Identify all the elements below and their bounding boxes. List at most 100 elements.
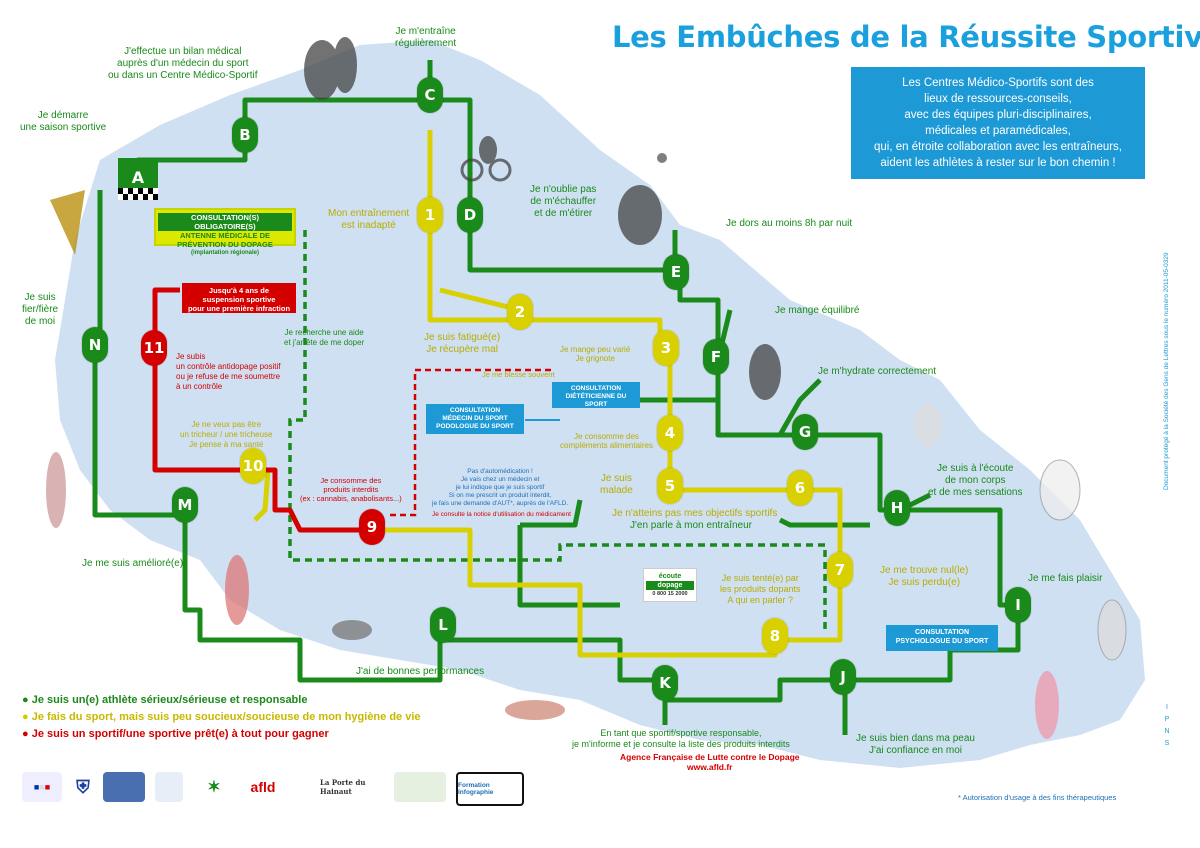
legend-text: Je suis un(e) athlète sérieux/sérieuse e… <box>31 694 308 706</box>
label-complements: Je consomme des compléments alimentaires <box>560 432 653 450</box>
label-parle: J'en parle à mon entraîneur <box>630 520 752 532</box>
legend-bullet-icon: ● <box>22 728 29 740</box>
tennis-player-icon <box>914 403 942 447</box>
label-automedication: Pas d'automédication ! Je vais chez un m… <box>432 468 568 508</box>
info-line: Les Centres Médico-Sportifs sont des <box>902 77 1094 89</box>
label-line: Agence Française de Lutte contre le Dopa… <box>620 752 800 762</box>
label-line: Je recherche une aide <box>284 328 364 337</box>
ipns-letter: N <box>1164 728 1170 735</box>
box-line: PSYCHOLOGUE DU SPORT <box>895 638 989 645</box>
label-line: ou dans un Centre Médico-Sportif <box>108 70 258 81</box>
sport-logo: ✶ <box>200 772 228 802</box>
route-node-6: 6 <box>787 470 813 506</box>
label-tricheur: Je ne veux pas être un tricheur / une tr… <box>180 420 273 450</box>
rower-icon <box>332 620 372 640</box>
label-line: www.afld.fr <box>687 762 733 772</box>
label-line: Je me blesse souvent <box>482 370 555 379</box>
legend-bullet-icon: ● <box>22 711 29 723</box>
label-line: je fais une demande d'AUT*, auprès de l'… <box>432 500 569 507</box>
ipns-letter: I <box>1166 704 1168 711</box>
route-node-7: 7 <box>827 552 853 588</box>
route-node-N: N <box>82 327 108 363</box>
route-node-G: G <box>792 414 818 450</box>
label-mange-peu: Je mange peu varié Je grignote <box>560 345 630 363</box>
afld-logo: afld <box>232 772 294 802</box>
box-suspension: Jusqu'à 4 ans de suspension sportive pou… <box>182 283 296 313</box>
label-line: Je suis tenté(e) par <box>721 573 799 583</box>
label-line: Je subis <box>176 352 206 361</box>
label-line: Je consomme des <box>574 432 639 441</box>
route-node-B: B <box>232 117 258 153</box>
label-line: produits interdits <box>323 485 379 494</box>
label-line: est inadapté <box>341 220 396 231</box>
label-line: je m'informe et je consulte la liste des… <box>572 739 790 749</box>
info-line: médicales et paramédicales, <box>925 125 1071 137</box>
route-node-C: C <box>417 77 443 113</box>
box-line: CONSULTATION <box>449 407 501 414</box>
department-logo <box>155 772 183 802</box>
box-consultation-psychologue: CONSULTATION PSYCHOLOGUE DU SPORT <box>886 625 998 651</box>
info-line: avec des équipes pluri-disciplinaires, <box>904 109 1092 121</box>
athlete-runner-icon <box>1035 671 1059 739</box>
swimmer-icon <box>505 700 565 720</box>
legend-text: Je suis un sportif/une sportive prêt(e) … <box>31 728 329 740</box>
box-consultation-dieteticienne: CONSULTATION DIÉTÉTICIENNE DU SPORT <box>552 382 640 408</box>
label-line: Je suis perdu(e) <box>888 577 961 588</box>
route-node-K: K <box>652 665 678 701</box>
label-oublie: Je n'oublie pas de m'échauffer et de m'é… <box>530 184 596 220</box>
windsurfer-icon <box>50 190 85 255</box>
runner-icon <box>1097 599 1127 661</box>
ipns-letter: S <box>1164 740 1170 747</box>
red-route <box>152 287 375 533</box>
basketball-players-icon <box>304 37 357 100</box>
hockey-player-icon <box>749 344 781 400</box>
route-node-2: 2 <box>507 294 533 330</box>
legend-text: Je fais du sport, mais suis peu soucieux… <box>31 711 421 723</box>
label-line: J'en parle à mon entraîneur <box>630 520 752 531</box>
label-line: Je n'oublie pas <box>530 184 597 195</box>
label-line: Je consomme des <box>320 476 382 485</box>
box-line: écoute <box>658 573 682 580</box>
karate-icon <box>1039 459 1081 521</box>
cms-logo <box>394 772 446 802</box>
label-line: une saison sportive <box>20 122 107 133</box>
legend-bullet-icon: ● <box>22 694 29 706</box>
porte-hainaut-logo: La Porte du Hainaut <box>320 772 388 802</box>
region-logo <box>103 772 145 802</box>
label-informe: En tant que sportif/sportive responsable… <box>572 728 790 750</box>
label-line: Je me fais plaisir <box>1028 573 1103 584</box>
label-fatigue: Je suis fatigué(e) Je récupère mal <box>424 332 500 356</box>
legend-item-red: ● Je suis un sportif/une sportive prêt(e… <box>22 728 329 740</box>
label-line: Je ne veux pas être <box>191 420 262 429</box>
label-controle: Je subis un contrôle antidopage positif … <box>176 352 281 392</box>
label-line: à un contrôle <box>176 382 223 391</box>
route-node-L: L <box>430 607 456 643</box>
label-line: (ex : cannabis, anabolisants...) <box>300 494 402 503</box>
route-node-3: 3 <box>653 330 679 366</box>
route-node-F: F <box>703 339 729 375</box>
label-fier: Je suis fier/fière de moi <box>22 292 58 328</box>
route-node-11: 11 <box>141 330 167 366</box>
label-line: Je suis <box>600 473 632 484</box>
box-ecoute-dopage: écoute dopage 0 800 15 2000 <box>643 568 697 602</box>
route-node-M: M <box>172 487 198 523</box>
box-line: 0 800 15 2000 <box>652 591 688 597</box>
box-line: DIÉTÉTICIENNE DU SPORT <box>565 393 627 408</box>
label-ecoute: Je suis à l'écoute de mon corps et de me… <box>928 463 1023 499</box>
route-node-E: E <box>663 254 689 290</box>
info-line: qui, en étroite collaboration avec les e… <box>873 141 1123 153</box>
label-line: régulièrement <box>395 38 457 49</box>
label-line: Je suis à l'écoute <box>937 463 1014 474</box>
label-tente: Je suis tenté(e) par les produits dopant… <box>720 573 801 606</box>
label-interdits: Je consomme des produits interdits (ex :… <box>300 476 402 503</box>
label-line: Je suis <box>24 292 56 303</box>
label-plaisir: Je me fais plaisir <box>1028 573 1102 585</box>
label-line: je lui indique que je suis sportif <box>455 484 545 491</box>
label-line: Je n'atteins pas mes objectifs sportifs <box>612 508 778 519</box>
label-line: Je dors au moins 8h par nuit <box>726 218 853 229</box>
label-line: et de mes sensations <box>928 487 1023 498</box>
label-hydrate: Je m'hydrate correctement <box>818 366 936 378</box>
box-line: CONSULTATION(S) OBLIGATOIRE(S) <box>158 213 292 231</box>
box-line: Jusqu'à 4 ans de <box>208 286 270 295</box>
